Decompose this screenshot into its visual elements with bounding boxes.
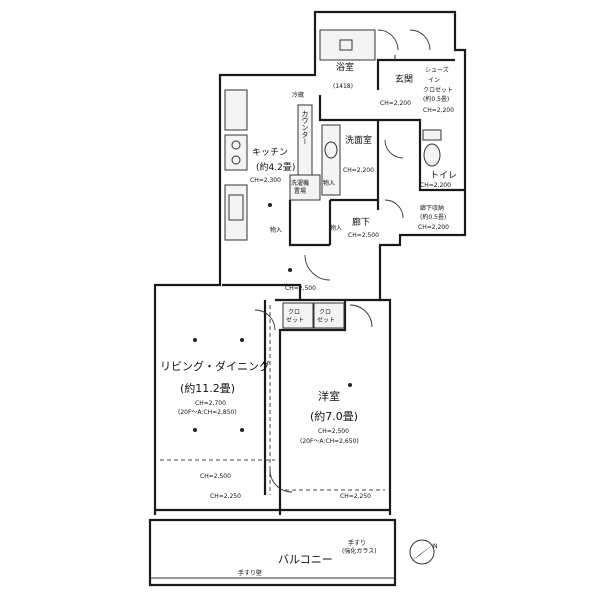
storage-label-2: (約0.5畳)	[420, 213, 446, 221]
closet-1	[282, 302, 314, 329]
hallway-label: 廊下	[352, 216, 370, 228]
fridge-label: 冷蔵	[292, 91, 304, 99]
kitchen-ch: CH=2,300	[250, 177, 281, 184]
toilet-bowl	[423, 143, 441, 167]
shoes-label-1: シューズ	[425, 66, 449, 74]
compass-label: N	[433, 543, 438, 550]
storage-label-1: 廊下収納	[420, 204, 444, 212]
shoes-label-4: (約0.5畳)	[423, 95, 449, 103]
ldk-label: リビング・ダイニング	[160, 359, 270, 373]
western-ch3: CH=2,250	[340, 493, 371, 500]
storage-ch: CH=2,200	[418, 224, 449, 231]
entrance-ch: CH=2,200	[380, 100, 411, 107]
railing-label: 手すり壁	[238, 569, 262, 577]
glass-label-2: (強化ガラス)	[342, 547, 377, 555]
closet-2	[313, 302, 345, 329]
laundry-label-1: 洗濯機	[291, 179, 309, 187]
burner-1	[231, 140, 241, 150]
in-label-1: 物入	[330, 224, 342, 232]
interior-walls	[155, 55, 465, 515]
in-label-2: 物入	[323, 179, 335, 187]
washroom-label: 洗面室	[345, 134, 372, 146]
entrance-label: 玄関	[395, 73, 413, 85]
western-ch: CH=2,500	[318, 428, 349, 435]
western-ch2: (20F〜A:CH=2,650)	[300, 438, 359, 445]
closet-1-label-2: ゼット	[286, 316, 304, 324]
outer-wall	[153, 10, 467, 515]
ldk-ch2: (20F〜A:CH=2,850)	[178, 409, 237, 416]
ldk-ch4: CH=2,250	[210, 493, 241, 500]
balcony-label: バルコニー	[278, 553, 333, 566]
light-dots	[193, 203, 352, 432]
shoes-ch: CH=2,200	[423, 107, 454, 114]
shoes-label-3: クロゼット	[423, 86, 453, 94]
closet-1-label-1: クロ	[288, 309, 300, 316]
kitchen-label: キッチン	[252, 147, 288, 158]
bath-label: 浴室	[336, 61, 354, 73]
hallway-ch: CH=2,500	[348, 232, 379, 239]
ldk-ch: CH=2,700	[195, 400, 226, 407]
washbasin-counter	[321, 124, 341, 196]
closet-2-label-1: クロ	[319, 309, 331, 316]
compass-icon	[409, 539, 436, 565]
toilet-tank	[422, 129, 442, 141]
doors	[254, 29, 431, 493]
ldk-size: (約11.2畳)	[180, 381, 235, 395]
balcony-outline	[148, 518, 397, 587]
in-label-3: 物入	[270, 226, 282, 234]
bath-faucet	[339, 39, 353, 51]
glass-label-1: 手すり	[348, 539, 366, 547]
counter-label: カウンター	[301, 110, 309, 145]
laundry-space	[289, 174, 321, 201]
burner-2	[231, 155, 241, 165]
fridge-space	[224, 89, 248, 131]
western-label: 洋室	[318, 389, 340, 403]
toilet-label: トイレ	[430, 171, 457, 181]
closet-2-label-2: ゼット	[317, 316, 335, 324]
western-size: (約7.0畳)	[310, 409, 358, 423]
laundry-label-2: 置場	[294, 187, 306, 195]
kitchen-sink	[228, 194, 244, 221]
ldk-ch3: CH=2,500	[200, 473, 231, 480]
washbasin-sink	[324, 141, 338, 159]
stove	[224, 134, 248, 171]
shoes-label-2: イン	[428, 77, 440, 84]
toilet-ch: CH=2,200	[420, 182, 451, 189]
washroom-ch: CH=2,200	[343, 167, 374, 174]
hall-ch: CH=2,500	[285, 285, 316, 292]
bath-size: (1418)	[333, 83, 353, 90]
kitchen-size: (約4.2畳)	[256, 161, 295, 173]
